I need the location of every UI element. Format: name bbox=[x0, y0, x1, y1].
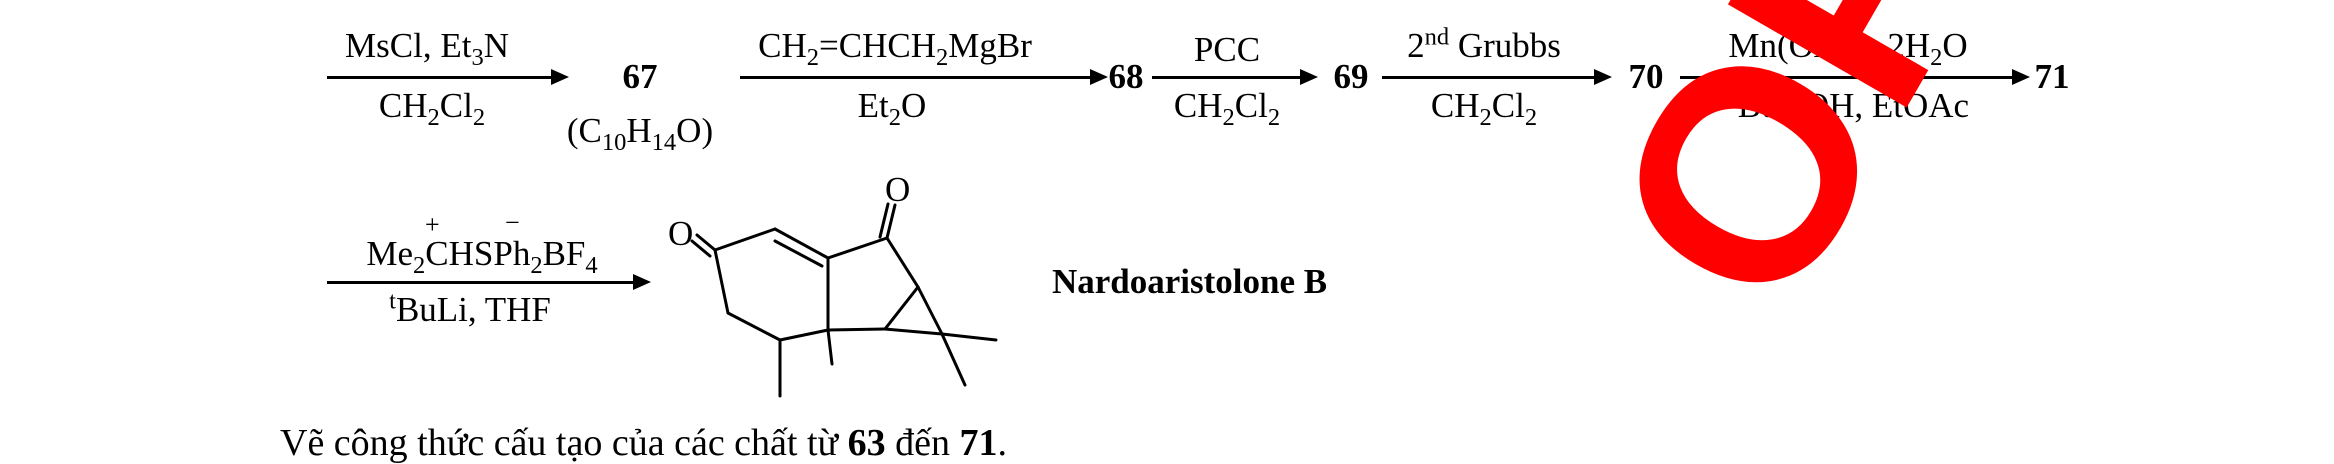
step4-reagent-top: 2nd Grubbs bbox=[1407, 23, 1561, 65]
product-name: Nardoaristolone B bbox=[1052, 262, 1328, 301]
compound-67: 67 bbox=[622, 57, 658, 96]
oxygen-atom-top: O bbox=[885, 170, 911, 209]
negative-charge: − bbox=[505, 208, 520, 237]
compound-69: 69 bbox=[1333, 57, 1369, 96]
reaction-arrow-3 bbox=[1152, 69, 1318, 85]
positive-charge: + bbox=[425, 210, 440, 239]
nardoaristolone-b-structure bbox=[690, 202, 998, 398]
step6-reagent-top: Me2CHSPh2BF4 bbox=[366, 234, 598, 279]
reaction-arrow-6 bbox=[327, 274, 651, 290]
step5-reagent-bottom: tBuOOH, EtOAc bbox=[1730, 83, 1970, 125]
step2-reagent-top: CH2=CHCH2MgBr bbox=[758, 26, 1032, 71]
step2-reagent-bottom: Et2O bbox=[857, 86, 927, 131]
step5-reagent-top: Mn(OAc)3.2H2O bbox=[1728, 26, 1968, 71]
step1-reagent-top: MsCl, Et3N bbox=[345, 26, 509, 71]
reaction-arrow-4 bbox=[1382, 69, 1612, 85]
step3-reagent-top: PCC bbox=[1193, 30, 1261, 69]
compound-68: 68 bbox=[1108, 57, 1144, 96]
reaction-arrow-5 bbox=[1680, 69, 2030, 85]
step6-reagent-bottom: tBuLi, THF bbox=[389, 287, 551, 329]
step4-reagent-bottom: CH2Cl2 bbox=[1430, 86, 1538, 131]
compound-70: 70 bbox=[1628, 57, 1664, 96]
step1-reagent-bottom: CH2Cl2 bbox=[378, 86, 486, 131]
reaction-arrow-1 bbox=[327, 69, 569, 85]
step3-reagent-bottom: CH2Cl2 bbox=[1173, 86, 1281, 131]
question-text: Vẽ công thức cấu tạo của các chất từ 63 … bbox=[280, 422, 1007, 464]
reaction-arrow-2 bbox=[740, 69, 1108, 85]
compound-67-formula: (C10H14O) bbox=[566, 111, 714, 156]
compound-71: 71 bbox=[2034, 57, 2070, 96]
oxygen-atom-left: O bbox=[668, 214, 694, 253]
